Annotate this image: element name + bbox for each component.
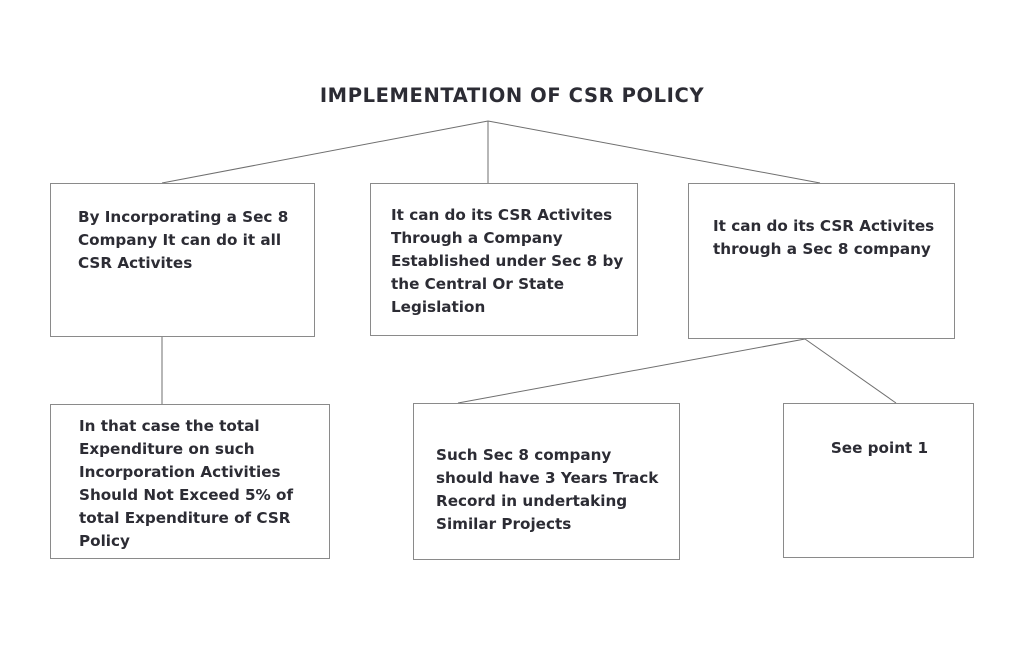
- connector-right-to-track-record: [457, 338, 806, 404]
- node-through-sec8-company-label: It can do its CSR Activites through a Se…: [713, 217, 935, 259]
- page-title: IMPLEMENTATION OF CSR POLICY: [319, 84, 705, 107]
- connector-title-to-right: [487, 120, 821, 184]
- node-track-record[interactable]: Such Sec 8 company should have 3 Years T…: [413, 403, 680, 560]
- connector-right-to-see-point: [804, 338, 897, 404]
- connector-title-to-left: [161, 120, 489, 184]
- node-see-point-1[interactable]: See point 1: [783, 403, 974, 558]
- node-sec8-incorporation-label: By Incorporating a Sec 8 Company It can …: [78, 208, 289, 273]
- node-sec8-incorporation[interactable]: By Incorporating a Sec 8 Company It can …: [50, 183, 315, 337]
- node-company-central-state-label: It can do its CSR Activites Through a Co…: [391, 206, 624, 317]
- node-track-record-label: Such Sec 8 company should have 3 Years T…: [436, 446, 659, 534]
- node-through-sec8-company[interactable]: It can do its CSR Activites through a Se…: [688, 183, 955, 339]
- node-expenditure-limit[interactable]: In that case the total Expenditure on su…: [50, 404, 330, 559]
- node-company-central-state[interactable]: It can do its CSR Activites Through a Co…: [370, 183, 638, 336]
- node-expenditure-limit-label: In that case the total Expenditure on su…: [79, 417, 294, 551]
- node-see-point-1-label: See point 1: [830, 439, 929, 457]
